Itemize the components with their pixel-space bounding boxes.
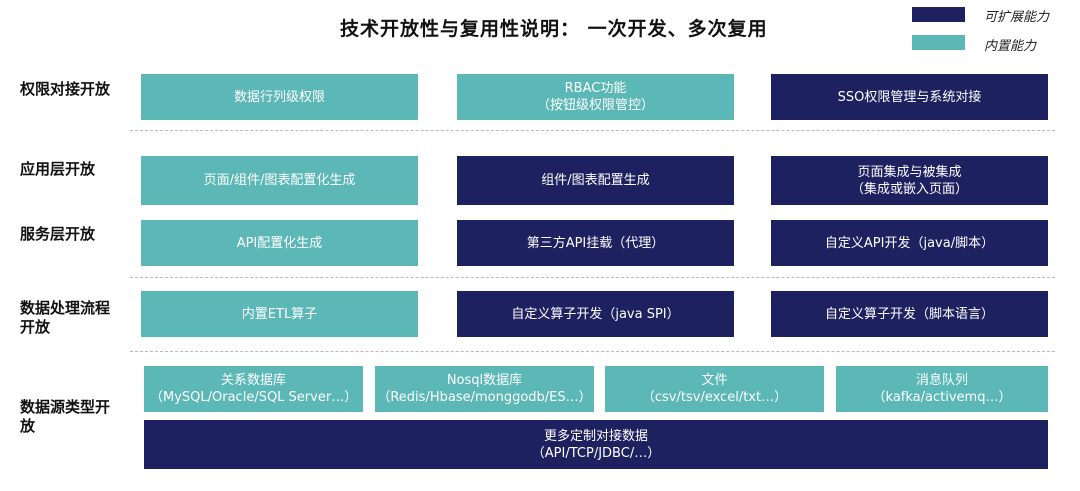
legend-swatch-extensible <box>912 7 965 22</box>
box-custom-api: 自定义API开发（java/脚本） <box>771 220 1048 266</box>
row-label-application: 应用层开放 <box>20 160 96 178</box>
box-relational-db: 关系数据库 （MySQL/Oracle/SQL Server…） <box>144 366 363 412</box>
legend-label-extensible: 可扩展能力 <box>984 10 1050 25</box>
box-component-config: 组件/图表配置生成 <box>457 156 734 205</box>
box-builtin-etl: 内置ETL算子 <box>141 291 418 337</box>
box-message-queue: 消息队列 （kafka/activemq…） <box>836 366 1048 412</box>
row-divider <box>130 277 1055 278</box>
box-rbac: RBAC功能 （按钮级权限管控） <box>457 74 734 120</box>
box-row-level-permission: 数据行列级权限 <box>141 74 418 120</box>
box-third-party-api: 第三方API挂载（代理） <box>457 220 734 266</box>
row-divider <box>130 130 1055 131</box>
row-label-data-source: 数据源类型开放 <box>20 398 111 435</box>
row-label-permission: 权限对接开放 <box>20 80 111 98</box>
legend-swatch-builtin <box>912 35 965 50</box>
row-divider <box>130 351 1055 352</box>
box-sso: SSO权限管理与系统对接 <box>771 74 1048 120</box>
box-custom-operator-script: 自定义算子开发（脚本语言） <box>771 291 1048 337</box>
box-page-config: 页面/组件/图表配置化生成 <box>141 156 418 205</box>
box-custom-data-integration: 更多定制对接数据 （API/TCP/JDBC/…） <box>144 420 1048 469</box>
box-page-integration: 页面集成与被集成 （集成或嵌入页面） <box>771 156 1048 205</box>
legend-label-builtin: 内置能力 <box>984 39 1037 54</box>
box-api-config: API配置化生成 <box>141 220 418 266</box>
row-label-data-processing: 数据处理流程开放 <box>20 299 111 336</box>
box-nosql-db: Nosql数据库 （Redis/Hbase/monggodb/ES…） <box>375 366 594 412</box>
box-file: 文件 （csv/tsv/excel/txt…） <box>605 366 824 412</box>
diagram-title: 技术开放性与复用性说明： 一次开发、多次复用 <box>340 18 768 40</box>
row-label-service: 服务层开放 <box>20 225 96 243</box>
box-custom-operator-java: 自定义算子开发（java SPI） <box>457 291 734 337</box>
